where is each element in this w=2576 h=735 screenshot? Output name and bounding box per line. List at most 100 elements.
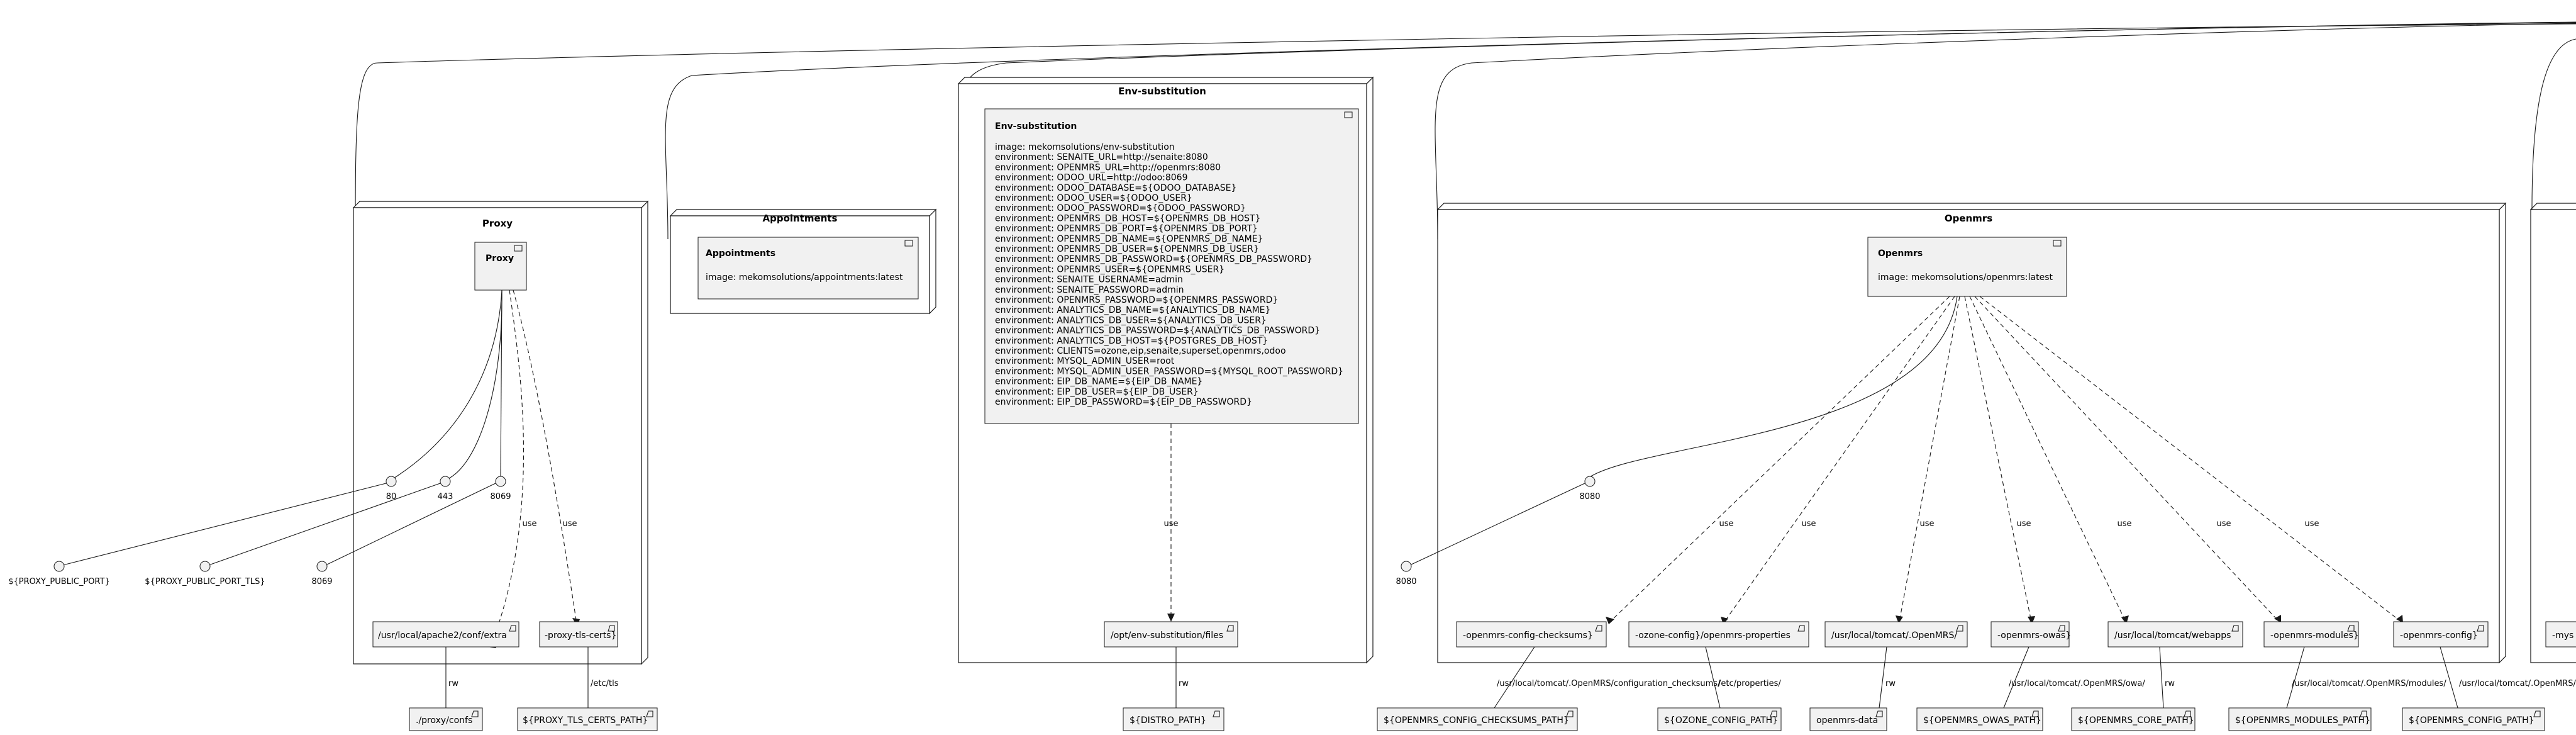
artifact-openmrs: -openmrs-config-checksums} -ozone-config… <box>1456 621 2489 648</box>
mount-label: rw <box>1885 679 1896 688</box>
component-appointments: Appointments image: mekomsolutions/appoi… <box>697 237 919 300</box>
environment-line: environment: MYSQL_ADMIN_USER=root <box>995 356 1175 366</box>
mount-label: rw <box>1179 679 1189 688</box>
artifact-label: -openmrs-modules} <box>2270 631 2359 641</box>
mount-label: /etc/properties/ <box>1718 679 1781 688</box>
use-labels: use use use use use use use <box>1719 519 2319 529</box>
environment-line: environment: ANALYTICS_DB_PASSWORD=${ANA… <box>995 326 1320 336</box>
environment-line: environment: ODOO_DATABASE=${ODOO_DATABA… <box>995 183 1236 193</box>
artifact-label: ${PROXY_TLS_CERTS_PATH} <box>523 715 648 726</box>
component-openmrs: Openmrs image: mekomsolutions/openmrs:la… <box>1867 237 2067 297</box>
environment-line: environment: OPENMRS_DB_PORT=${OPENMRS_D… <box>995 224 1258 234</box>
environment-line: environment: OPENMRS_DB_PASSWORD=${OPENM… <box>995 254 1313 264</box>
ext-artifacts: ${OPENMRS_CONFIG_CHECKSUMS_PATH} ${OZONE… <box>1377 707 2545 731</box>
proxy-external: ${PROXY_PUBLIC_PORT} ${PROXY_PUBLIC_PORT… <box>8 483 658 731</box>
component-title: Env-substitution <box>995 121 1077 132</box>
artifact-label: /usr/local/apache2/conf/extra <box>378 631 507 641</box>
use-label: use <box>1719 519 1733 529</box>
ext-port-label: 8069 <box>311 577 332 586</box>
ext-port <box>199 561 211 572</box>
ext-port-label: ${PROXY_PUBLIC_PORT_TLS} <box>145 577 265 586</box>
environment-line: environment: ODOO_URL=http://odoo:8069 <box>995 173 1188 183</box>
mount-label: /usr/local/tomcat/.OpenMRS/owa/ <box>2009 679 2145 688</box>
environment-line: environment: OPENMRS_USER=${OPENMRS_USER… <box>995 264 1224 274</box>
environment-line: environment: EIP_DB_USER=${EIP_DB_USER} <box>995 387 1199 397</box>
use-label: use <box>2117 519 2131 529</box>
use-label: use <box>2304 519 2319 529</box>
artifact-label: -openmrs-config} <box>2400 631 2478 641</box>
environment-line: environment: SENAITE_USERNAME=admin <box>995 275 1183 285</box>
use-label: use <box>522 519 536 529</box>
ext-port-label: ${PROXY_PUBLIC_PORT} <box>8 577 109 586</box>
node-env-substitution: Env-substitution Env-substitution image:… <box>957 76 1374 664</box>
artifact-label: openmrs-data <box>1816 715 1878 726</box>
artifact-partial <box>2545 621 2576 648</box>
environment-line: environment: EIP_DB_PASSWORD=${EIP_DB_PA… <box>995 397 1252 407</box>
artifact-proxy-tls: -proxy-tls-certs} <box>539 621 618 648</box>
environment-line: environment: ANALYTICS_DB_NAME=${ANALYTI… <box>995 305 1270 315</box>
artifact-label: ${OPENMRS_CORE_PATH} <box>2078 715 2194 726</box>
ext-port <box>1401 561 1412 572</box>
port-80 <box>386 476 397 487</box>
node-title: Openmrs <box>1945 213 1992 224</box>
ext-artifact: ${PROXY_TLS_CERTS_PATH} <box>517 707 658 731</box>
node-title: Proxy <box>482 218 513 229</box>
environment-line: environment: SENAITE_URL=http://senaite:… <box>995 152 1208 162</box>
use-label: use <box>1163 519 1178 529</box>
mount-label: rw <box>448 679 458 688</box>
port-label: 443 <box>438 492 453 502</box>
use-label: use <box>2016 519 2031 529</box>
artifact-label: ${OPENMRS_CONFIG_PATH} <box>2409 715 2534 726</box>
ext-port-label: 8080 <box>1396 577 1416 586</box>
node-title: Appointments <box>763 213 838 224</box>
component-proxy: Proxy <box>474 242 527 291</box>
artifact-label: ${OPENMRS_MODULES_PATH} <box>2235 715 2370 726</box>
artifact-label: ${OPENMRS_CONFIG_CHECKSUMS_PATH} <box>1384 715 1569 726</box>
component-title: Openmrs <box>1878 249 1923 259</box>
node-title: Env-substitution <box>1118 86 1206 97</box>
environment-line: environment: OPENMRS_URL=http://openmrs:… <box>995 162 1221 172</box>
port-label: 80 <box>386 492 397 502</box>
port-label: 8080 <box>1579 492 1600 502</box>
ext-port <box>53 561 65 572</box>
environment-line: environment: OPENMRS_DB_USER=${OPENMRS_D… <box>995 244 1259 254</box>
ext-artifact: ./proxy/confs <box>409 707 483 731</box>
component-env-substitution: Env-substitution image: mekomsolutions/e… <box>984 108 1359 424</box>
node-partial-right: -mys <box>2529 38 2576 663</box>
artifact-label: ${OPENMRS_OWAS_PATH} <box>1923 715 2041 726</box>
component-title: Proxy <box>486 254 514 264</box>
environment-line: environment: OPENMRS_PASSWORD=${OPENMRS_… <box>995 295 1278 305</box>
node-appointments: Appointments Appointments image: mekomso… <box>669 208 937 315</box>
mount-label: /usr/local/tomcat/.OpenMRS/configuration… <box>1497 679 1721 688</box>
component-title: Appointments <box>706 249 775 259</box>
port-8069 <box>495 476 506 487</box>
ext-artifact: ${DISTRO_PATH} <box>1123 707 1224 731</box>
environment-line: environment: SENAITE_PASSWORD=admin <box>995 285 1184 295</box>
mount-label: /etc/tls <box>591 679 619 688</box>
env-external: rw ${DISTRO_PATH} <box>1123 647 1224 731</box>
artifact-label: ${OZONE_CONFIG_PATH} <box>1664 715 1778 726</box>
artifact-env-files: /opt/env-substitution/files <box>1104 621 1238 648</box>
port-label: 8069 <box>490 492 511 502</box>
openmrs-external: 8080 /usr/local/tomcat/.OpenMRS/configur… <box>1377 483 2576 731</box>
ext-port <box>316 561 328 572</box>
artifact-label: -openmrs-owas} <box>1997 631 2071 641</box>
environment-line: environment: ODOO_PASSWORD=${ODOO_PASSWO… <box>995 203 1246 213</box>
environment-line: environment: ANALYTICS_DB_HOST=${POSTGRE… <box>995 336 1268 346</box>
environment-line: environment: MYSQL_ADMIN_USER_PASSWORD=$… <box>995 366 1343 376</box>
node-openmrs: Openmrs Openmrs image: mekomsolutions/op… <box>1436 202 2507 664</box>
node-proxy: Proxy Proxy 80 443 8069 use use /usr/loc… <box>352 200 649 665</box>
environment-line: environment: OPENMRS_DB_HOST=${OPENMRS_D… <box>995 213 1260 223</box>
artifact-label: ${DISTRO_PATH} <box>1130 715 1206 726</box>
environment-line: environment: OPENMRS_DB_NAME=${OPENMRS_D… <box>995 234 1263 244</box>
mount-label: /usr/local/tomcat/.OpenMRS/ <box>2459 679 2576 688</box>
environment-line: environment: EIP_DB_NAME=${EIP_DB_NAME} <box>995 377 1202 387</box>
component-image: image: mekomsolutions/appointments:lates… <box>706 272 903 283</box>
artifact-label: -mys <box>2552 631 2573 641</box>
artifact-label: /usr/local/tomcat/webapps <box>2114 631 2231 641</box>
use-label: use <box>1801 519 1816 529</box>
environment-line: image: mekomsolutions/env-substitution <box>995 142 1175 152</box>
mount-label: rw <box>2165 679 2175 688</box>
top-connectors <box>355 21 2576 245</box>
environment-line: environment: CLIENTS=ozone,eip,senaite,s… <box>995 346 1286 356</box>
